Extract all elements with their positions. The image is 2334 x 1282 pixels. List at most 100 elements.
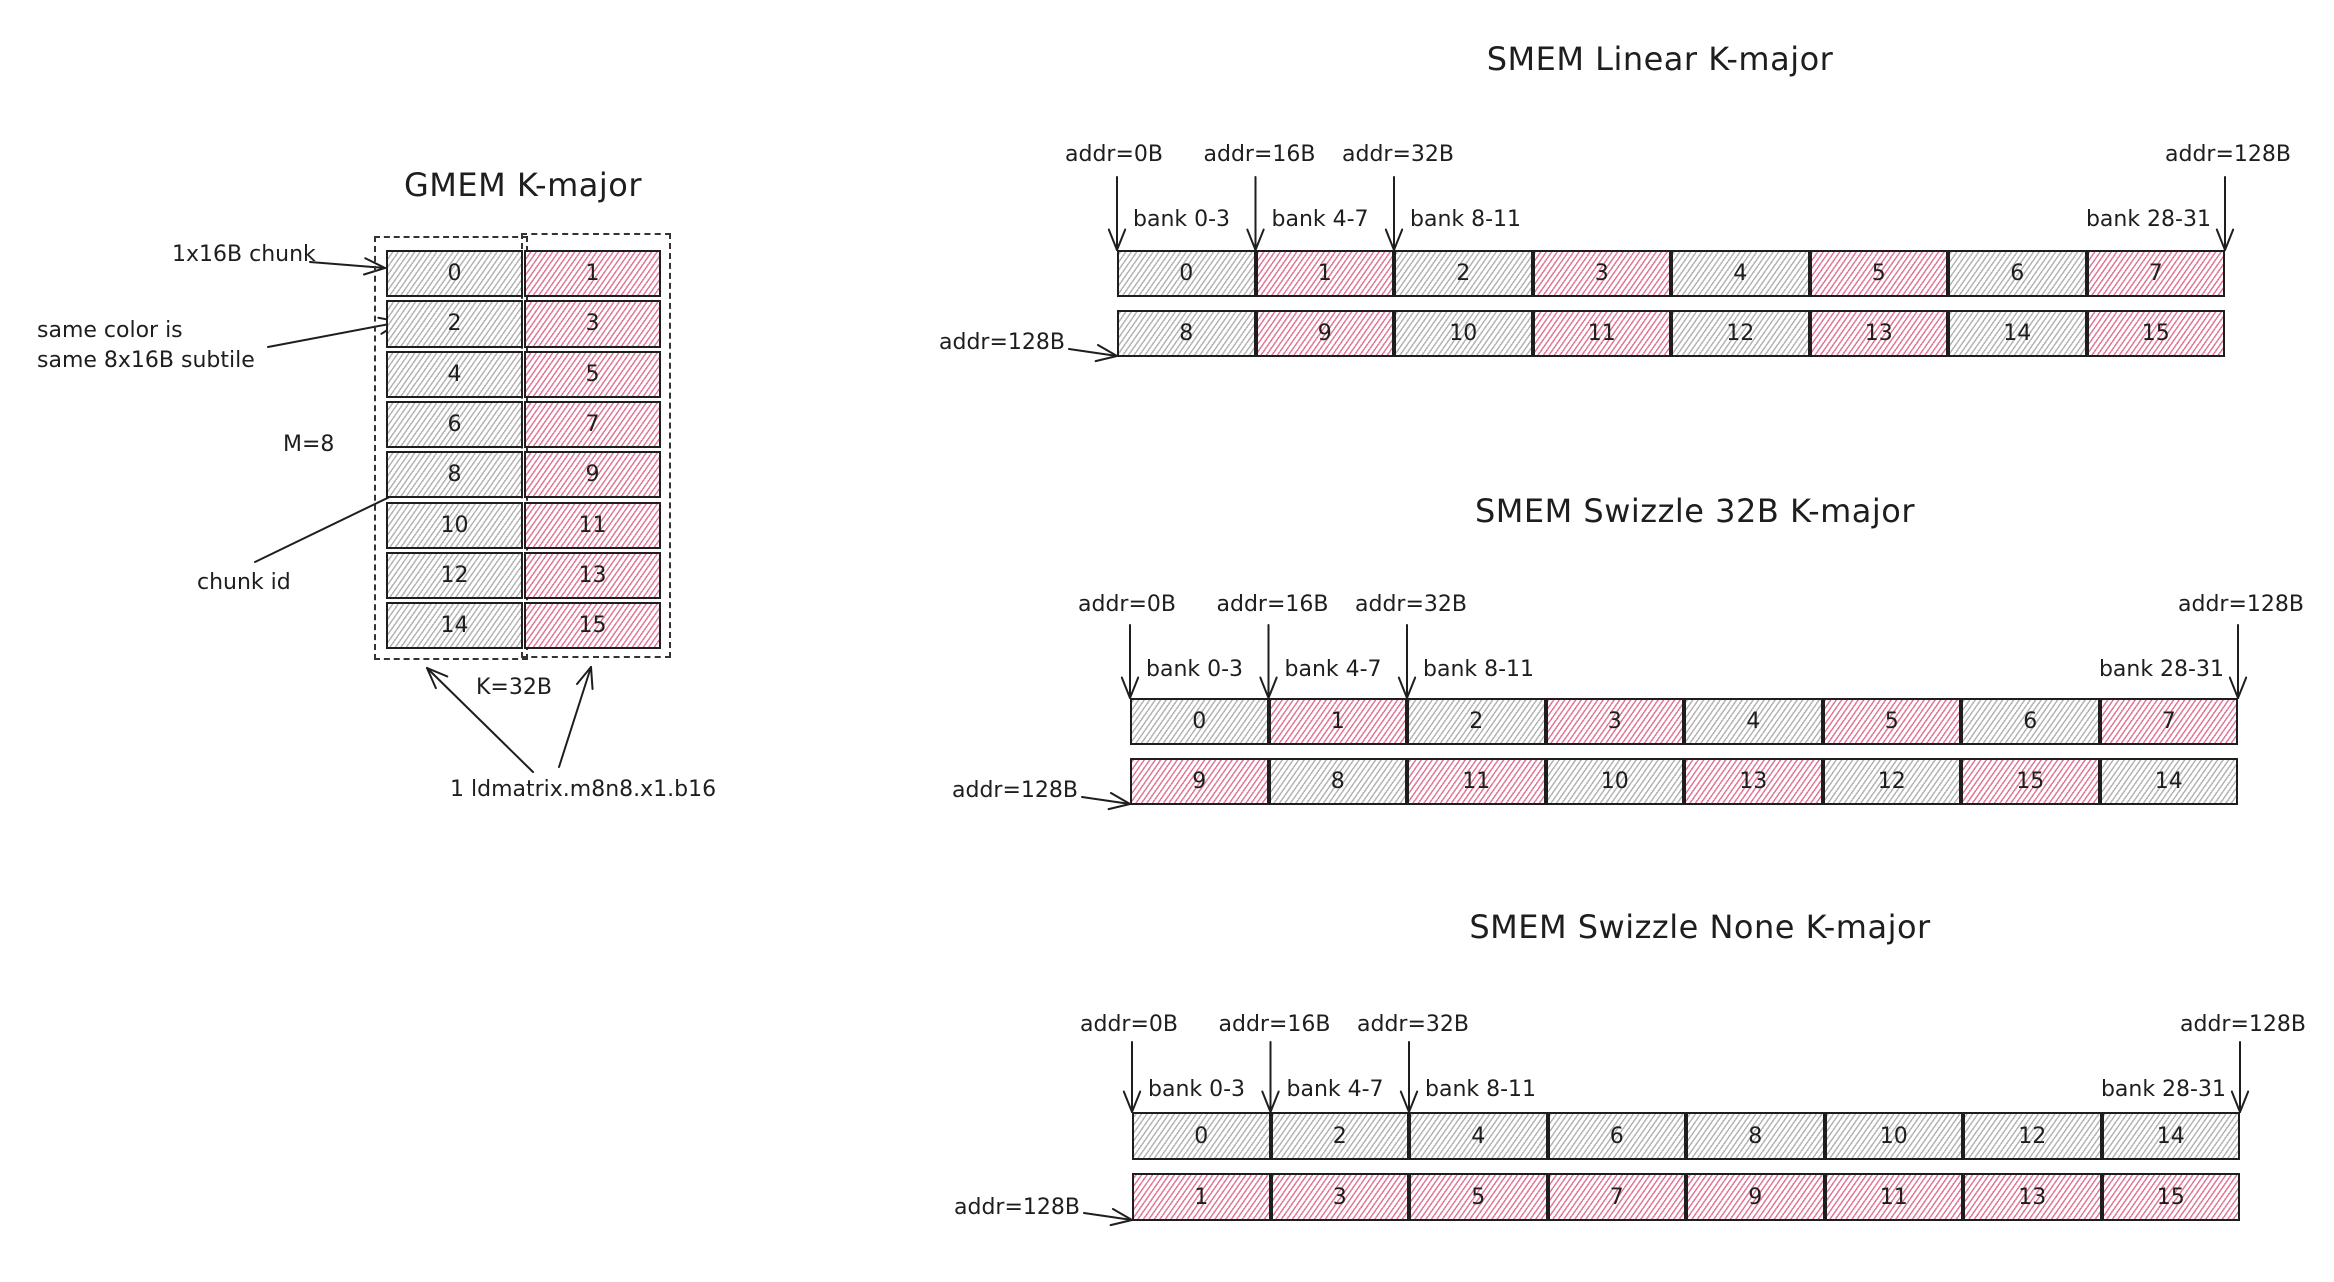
address-label: addr=16B bbox=[1218, 1012, 1331, 1037]
chunk-id-label: 2 bbox=[1332, 1123, 1347, 1149]
gmem-chunk: 7 bbox=[524, 400, 661, 449]
smem-chunk: 12 bbox=[1963, 1112, 2102, 1160]
bank-label: bank 8-11 bbox=[1423, 657, 1535, 682]
gmem-chunk: 11 bbox=[524, 501, 661, 549]
chunk-id-label: 14 bbox=[2154, 769, 2183, 794]
address-label: addr=32B bbox=[1357, 1012, 1469, 1037]
chunk-id-label: 6 bbox=[2023, 709, 2038, 734]
chunk-id-label: 4 bbox=[1471, 1123, 1486, 1149]
chunk-id-label: 8 bbox=[447, 462, 462, 488]
smem-chunk: 1 bbox=[1255, 250, 1394, 297]
address-label: addr=32B bbox=[1342, 142, 1454, 167]
chunk-id-label: 3 bbox=[585, 311, 600, 337]
bank-label: bank 8-11 bbox=[1425, 1077, 1537, 1102]
smem-chunk: 1 bbox=[1268, 698, 1407, 745]
address-arrow-icon bbox=[1397, 624, 1417, 699]
chunk-id-label: 13 bbox=[578, 562, 607, 588]
chunk-id-label: 8 bbox=[1179, 321, 1194, 346]
smem-chunk: 10 bbox=[1394, 310, 1533, 357]
chunk-id-annotation: chunk id bbox=[197, 570, 291, 595]
address-arrow-icon bbox=[1384, 176, 1404, 251]
gmem-chunk: 8 bbox=[386, 451, 523, 499]
chunk-id-label: 8 bbox=[1330, 769, 1345, 794]
smem-chunk: 6 bbox=[1948, 250, 2087, 297]
smem-chunk: 13 bbox=[1809, 310, 1948, 357]
k-dimension-label: K=32B bbox=[476, 675, 552, 700]
chunk-id-label: 7 bbox=[2148, 261, 2163, 286]
smem-chunk: 12 bbox=[1822, 758, 1961, 805]
address-arrow-icon bbox=[1107, 176, 1127, 251]
smem-chunk: 4 bbox=[1671, 250, 1810, 297]
address-label: addr=0B bbox=[1065, 142, 1163, 167]
chunk-id-label: 6 bbox=[1609, 1123, 1624, 1149]
address-arrow-icon bbox=[1246, 176, 1265, 251]
smem-chunk: 13 bbox=[1963, 1173, 2102, 1221]
chunk-id-label: 15 bbox=[2141, 321, 2170, 346]
bank-label: bank 8-11 bbox=[1410, 207, 1522, 232]
chunk-id-label: 4 bbox=[1733, 261, 1748, 286]
chunk-id-label: 12 bbox=[440, 562, 469, 588]
chunk-id-label: 0 bbox=[1179, 261, 1194, 286]
smem-chunk: 2 bbox=[1407, 698, 1546, 745]
smem-chunk: 8 bbox=[1117, 310, 1256, 357]
chunk-id-label: 14 bbox=[440, 613, 469, 639]
chunk-id-label: 10 bbox=[1879, 1123, 1908, 1149]
smem-section-title: SMEM Linear K-major bbox=[1486, 40, 1834, 78]
smem-chunk: 4 bbox=[1684, 698, 1823, 745]
chunk-id-label: 9 bbox=[585, 462, 600, 488]
chunk-id-label: 10 bbox=[440, 512, 469, 538]
address-arrow-icon bbox=[1120, 624, 1140, 699]
smem-chunk: 9 bbox=[1130, 758, 1269, 805]
row2-address-label: addr=128B bbox=[954, 1195, 1080, 1220]
smem-chunk: 8 bbox=[1268, 758, 1407, 805]
gmem-chunk: 0 bbox=[386, 250, 523, 298]
smem-chunk: 3 bbox=[1545, 698, 1684, 745]
row2-address-arrow-icon bbox=[1081, 791, 1131, 811]
gmem-chunk: 3 bbox=[524, 300, 661, 348]
bank-label: bank 28-31 bbox=[2098, 657, 2224, 682]
chunk-id-label: 6 bbox=[2010, 261, 2025, 286]
chunk-annotation: 1x16B chunk bbox=[172, 242, 316, 267]
gmem-chunk: 1 bbox=[524, 250, 661, 298]
gmem-chunk: 13 bbox=[524, 551, 661, 600]
gmem-chunk: 2 bbox=[386, 300, 523, 348]
smem-chunk: 12 bbox=[1671, 310, 1810, 357]
chunk-id-label: 10 bbox=[1449, 321, 1478, 346]
chunk-id-label: 1 bbox=[1330, 709, 1345, 734]
chunk-id-label: 7 bbox=[1609, 1184, 1624, 1210]
chunk-id-label: 0 bbox=[1192, 709, 1207, 734]
chunk-id-label: 9 bbox=[1192, 769, 1207, 794]
smem-chunk: 15 bbox=[1961, 758, 2100, 805]
chunk-id-label: 13 bbox=[1739, 769, 1768, 794]
smem-chunk: 13 bbox=[1684, 758, 1823, 805]
chunk-id-label: 4 bbox=[447, 361, 462, 387]
smem-chunk: 0 bbox=[1117, 250, 1256, 297]
row2-address-arrow-icon bbox=[1068, 343, 1118, 363]
smem-chunk: 7 bbox=[2086, 250, 2225, 297]
address-arrow-icon bbox=[1399, 1041, 1419, 1113]
smem-chunk: 5 bbox=[1822, 698, 1961, 745]
chunk-id-label: 5 bbox=[1871, 261, 1886, 286]
smem-chunk: 2 bbox=[1270, 1112, 1409, 1160]
smem-chunk: 14 bbox=[2099, 758, 2238, 805]
smem-chunk: 14 bbox=[2101, 1112, 2240, 1160]
chunk-id-label: 1 bbox=[1317, 261, 1332, 286]
chunk-id-label: 7 bbox=[585, 412, 600, 438]
smem-chunk: 8 bbox=[1686, 1112, 1825, 1160]
chunk-id-label: 1 bbox=[1194, 1184, 1209, 1210]
address-label: addr=128B bbox=[2178, 592, 2304, 617]
chunk-id-label: 9 bbox=[1317, 321, 1332, 346]
smem-section-title: SMEM Swizzle None K-major bbox=[1469, 908, 1931, 946]
bank-label: bank 0-3 bbox=[1146, 657, 1244, 682]
chunk-id-label: 9 bbox=[1748, 1184, 1763, 1210]
chunk-id-label: 5 bbox=[1884, 709, 1899, 734]
address-arrow-icon bbox=[2215, 176, 2235, 251]
chunk-id-label: 2 bbox=[1456, 261, 1471, 286]
bank-label: bank 4-7 bbox=[1271, 207, 1369, 232]
smem-chunk: 9 bbox=[1255, 310, 1394, 357]
chunk-id-label: 3 bbox=[1607, 709, 1622, 734]
chunk-id-label: 11 bbox=[1879, 1184, 1908, 1210]
smem-chunk: 10 bbox=[1545, 758, 1684, 805]
address-label: addr=32B bbox=[1355, 592, 1467, 617]
